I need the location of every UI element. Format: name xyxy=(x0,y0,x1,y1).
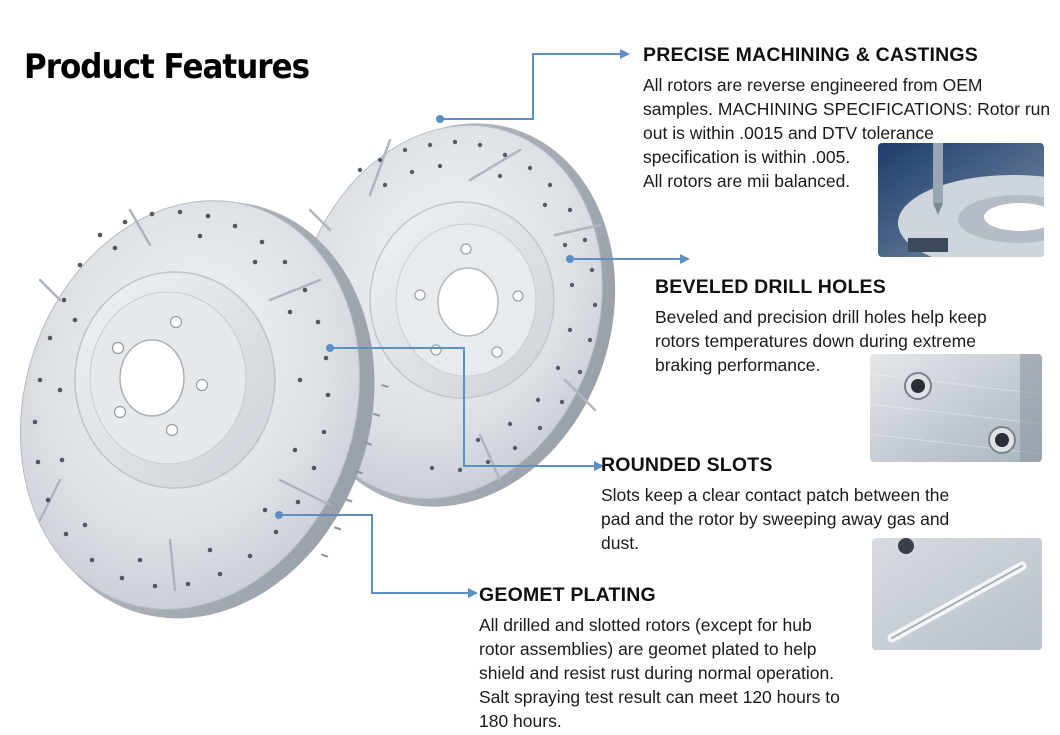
callout-markers xyxy=(275,49,690,598)
feature-text-line: shield and resist rust during normal ope… xyxy=(479,663,835,683)
callout-lines xyxy=(279,53,682,594)
drill-holes-photo xyxy=(870,354,1042,462)
feature-text-line: braking performance. xyxy=(655,355,821,375)
machining-photo xyxy=(878,143,1044,257)
feature-rounded-slots: ROUNDED SLOTS Slots keep a clear contact… xyxy=(601,454,949,555)
feature-beveled-drill-holes: BEVELED DRILL HOLES Beveled and precisio… xyxy=(655,276,987,377)
feature-text-line: rotors temperatures down during extreme xyxy=(655,331,976,351)
feature-text-line: pad and the rotor by sweeping away gas a… xyxy=(601,509,950,529)
feature-text-line: specification is within .005. xyxy=(643,147,851,167)
feature-text-line: All rotors are reverse engineered from O… xyxy=(643,75,983,95)
feature-text-line: samples. MACHINING SPECIFICATIONS: Rotor… xyxy=(643,99,1051,119)
page-title: Product Features xyxy=(24,48,310,87)
feature-text-line: dust. xyxy=(601,533,639,553)
feature-heading: ROUNDED SLOTS xyxy=(601,454,773,476)
feature-geomet-plating: GEOMET PLATING All drilled and slotted r… xyxy=(479,584,840,733)
feature-text-line: Salt spraying test result can meet 120 h… xyxy=(479,687,840,707)
feature-text-line: All rotors are mii balanced. xyxy=(643,171,851,191)
feature-text-line: rotor assemblies) are geomet plated to h… xyxy=(479,639,817,659)
rear-rotor xyxy=(293,123,616,507)
feature-text-line: Slots keep a clear contact patch between… xyxy=(601,485,950,505)
feature-heading: GEOMET PLATING xyxy=(479,584,656,606)
slots-photo xyxy=(872,538,1042,650)
feature-text-line: 180 hours. xyxy=(479,711,562,731)
feature-text-line: All drilled and slotted rotors (except f… xyxy=(479,615,812,635)
feature-text-line: out is within .0015 and DTV tolerance xyxy=(643,123,934,143)
feature-heading: PRECISE MACHINING & CASTINGS xyxy=(643,44,978,66)
feature-precise-machining: PRECISE MACHINING & CASTINGS All rotors … xyxy=(643,44,1050,193)
feature-text-line: Beveled and precision drill holes help k… xyxy=(655,307,987,327)
front-rotor xyxy=(19,200,389,619)
feature-heading: BEVELED DRILL HOLES xyxy=(655,276,886,298)
